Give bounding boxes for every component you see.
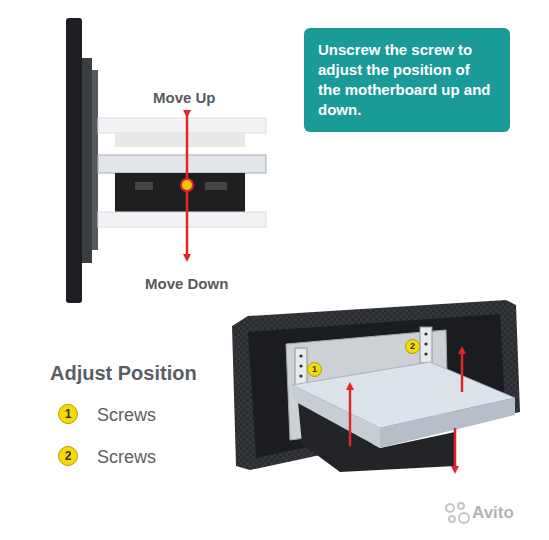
callout-number: 2 (405, 339, 420, 354)
callout-number: 1 (307, 362, 322, 377)
motion-label: Move Up (153, 89, 216, 106)
callout-number: 1 (58, 404, 78, 424)
callout-number: 2 (58, 446, 78, 466)
note-text: Unscrew the screw to adjust the position… (318, 40, 496, 120)
legend-text: Screws (97, 405, 156, 426)
legend-text: Screws (97, 447, 156, 468)
motion-label: Move Down (145, 275, 228, 292)
section-heading: Adjust Position (50, 362, 197, 385)
note-box: Unscrew the screw to adjust the position… (304, 28, 510, 132)
watermark: Avito (472, 503, 514, 523)
